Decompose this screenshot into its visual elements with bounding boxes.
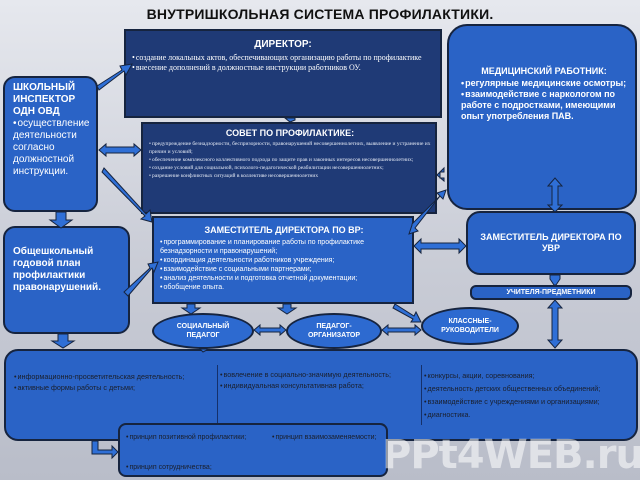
- vr-list: программирование и планирование работы п…: [160, 238, 408, 292]
- medic-title: МЕДИЦИНСКИЙ РАБОТНИК:: [481, 66, 607, 76]
- inspector-title: ШКОЛЬНЫЙ ИНСПЕКТОР ОДН ОВД: [13, 82, 76, 117]
- col-divider: [421, 365, 422, 425]
- inspector-item: осуществление деятельности согласно долж…: [13, 118, 92, 178]
- council-item: обеспечение комплексного коллективного п…: [149, 156, 431, 164]
- director-box: ДИРЕКТОР: создание локальных актов, обес…: [124, 29, 442, 118]
- principle-item: принцип позитивной профилактики;: [126, 431, 246, 445]
- activity-item: диагностика.: [424, 408, 634, 421]
- director-list: создание локальных актов, обеспечивающих…: [132, 53, 434, 73]
- vr-item: программирование и планирование работы п…: [160, 238, 408, 256]
- class-teachers-label: КЛАССНЫЕ-РУКОВОДИТЕЛИ: [441, 318, 499, 334]
- vr-item: анализ деятельности и подготовка отчетно…: [160, 274, 408, 283]
- activity-item: информационно-просветительская деятельно…: [14, 371, 218, 382]
- uvr-title: ЗАМЕСТИТЕЛЬ ДИРЕКТОРА ПО УВР: [480, 232, 622, 253]
- principle-item: принцип сотрудничества;: [126, 461, 211, 475]
- principle-item: принцип взаимозаменяемости;: [272, 431, 376, 445]
- activity-item: конкурсы, акции, соревнования;: [424, 369, 634, 382]
- pedagogue-organizer-oval: ПЕДАГОГ-ОРГАНИЗАТОР: [286, 313, 382, 349]
- vr-item: обобщение опыта.: [160, 283, 408, 292]
- uvr-box: ЗАМЕСТИТЕЛЬ ДИРЕКТОРА ПО УВР: [466, 211, 636, 275]
- activity-item: деятельность детских общественных объеди…: [424, 382, 634, 395]
- council-item: разрешение конфликтных ситуаций в коллек…: [149, 172, 431, 180]
- council-box: СОВЕТ ПО ПРОФИЛАКТИКЕ: предупреждение бе…: [141, 122, 437, 214]
- plan-box: Общешкольный годовой план профилактики п…: [3, 226, 130, 334]
- col-divider: [217, 365, 218, 425]
- director-item: внесение дополнений в должностные инстру…: [132, 63, 434, 73]
- activity-item: активные формы работы с детьми;: [14, 382, 218, 393]
- vr-item: координация деятельности работников учре…: [160, 256, 408, 265]
- medic-item: взаимодействие с наркологом по работе с …: [461, 89, 627, 122]
- principles-box: принцип позитивной профилактики; принцип…: [118, 423, 388, 477]
- medic-item: регулярные медицинские осмотры;: [461, 78, 627, 89]
- activities-col1: информационно-просветительская деятельно…: [14, 371, 218, 393]
- social-pedagogue-oval: СОЦИАЛЬНЫЙ ПЕДАГОГ: [152, 313, 254, 349]
- class-teachers-oval: КЛАССНЫЕ-РУКОВОДИТЕЛИ: [421, 307, 519, 345]
- teachers-box: УЧИТЕЛЯ-ПРЕДМЕТНИКИ: [470, 285, 632, 300]
- activity-item: вовлечение в социально-значимую деятельн…: [220, 369, 422, 380]
- medic-list: регулярные медицинские осмотры; взаимоде…: [461, 78, 627, 122]
- inspector-list: осуществление деятельности согласно долж…: [13, 118, 92, 178]
- social-pedagogue-label: СОЦИАЛЬНЫЙ ПЕДАГОГ: [176, 323, 230, 339]
- activity-item: взаимодействие с учреждениями и организа…: [424, 395, 634, 408]
- council-item: предупреждение безнадзорности, беспризор…: [149, 140, 431, 156]
- inspector-box: ШКОЛЬНЫЙ ИНСПЕКТОР ОДН ОВД осуществление…: [3, 76, 98, 212]
- watermark: PPt4WEB.ru: [382, 432, 640, 478]
- vr-item: взаимодействие с социальными партнерами;: [160, 265, 408, 274]
- council-title: СОВЕТ ПО ПРОФИЛАКТИКЕ:: [225, 128, 355, 138]
- activities-col3: конкурсы, акции, соревнования; деятельно…: [424, 369, 634, 421]
- council-item: создание условий для социальной, психоло…: [149, 164, 431, 172]
- plan-text: Общешкольный годовой план профилактики п…: [13, 246, 101, 293]
- director-title: ДИРЕКТОР:: [254, 39, 312, 50]
- vr-box: ЗАМЕСТИТЕЛЬ ДИРЕКТОРА ПО ВР: программиро…: [152, 216, 414, 304]
- council-list: предупреждение безнадзорности, беспризор…: [149, 140, 431, 180]
- teachers-label: УЧИТЕЛЯ-ПРЕДМЕТНИКИ: [506, 289, 596, 296]
- activity-item: индивидуальная консультативная работа;: [220, 380, 422, 391]
- slide-title: ВНУТРИШКОЛЬНАЯ СИСТЕМА ПРОФИЛАКТИКИ.: [146, 6, 494, 22]
- medic-box: МЕДИЦИНСКИЙ РАБОТНИК: регулярные медицин…: [447, 24, 637, 210]
- vr-title: ЗАМЕСТИТЕЛЬ ДИРЕКТОРА ПО ВР:: [204, 225, 364, 235]
- pedagogue-organizer-label: ПЕДАГОГ-ОРГАНИЗАТОР: [307, 323, 361, 339]
- activities-col2: вовлечение в социально-значимую деятельн…: [220, 369, 422, 391]
- director-item: создание локальных актов, обеспечивающих…: [132, 53, 434, 63]
